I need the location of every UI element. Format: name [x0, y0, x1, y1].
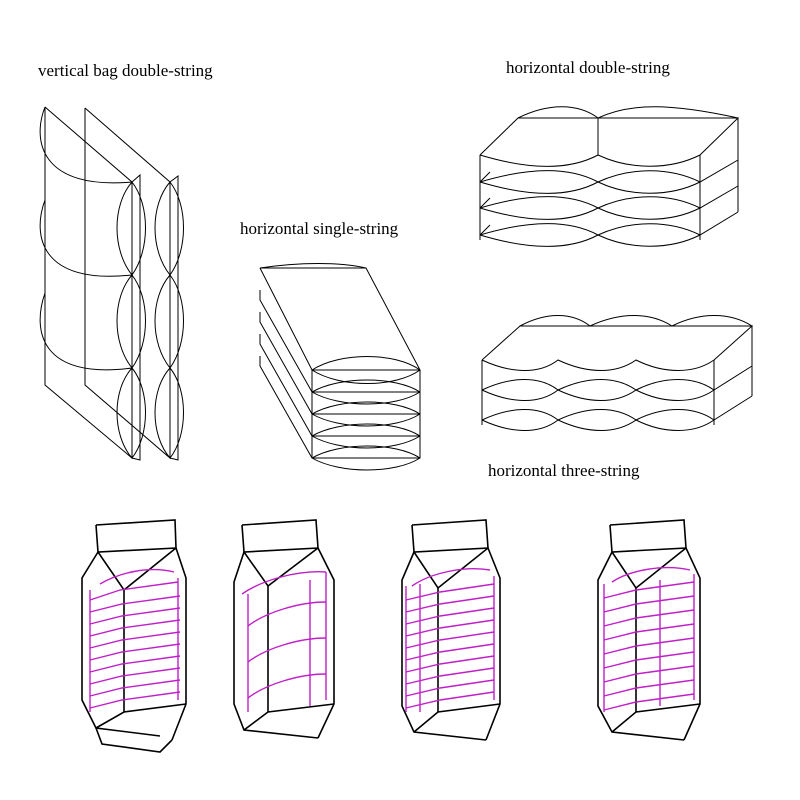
figure-horizontal-single-string	[259, 263, 421, 471]
label-horizontal-double-string: horizontal double-string	[506, 58, 670, 77]
package-horizontal-three-string	[597, 519, 701, 741]
label-vertical-double-string: vertical bag double-string	[38, 61, 213, 80]
label-horizontal-single-string: horizontal single-string	[240, 219, 399, 238]
label-horizontal-three-string: horizontal three-string	[488, 461, 640, 480]
figure-horizontal-double-string	[479, 106, 740, 247]
figure-vertical-double-string	[39, 106, 184, 461]
figure-horizontal-three-string	[481, 315, 754, 431]
package-horizontal-single-string	[233, 519, 335, 739]
package-vertical-double-string	[81, 519, 187, 753]
package-horizontal-double-string	[401, 519, 501, 741]
